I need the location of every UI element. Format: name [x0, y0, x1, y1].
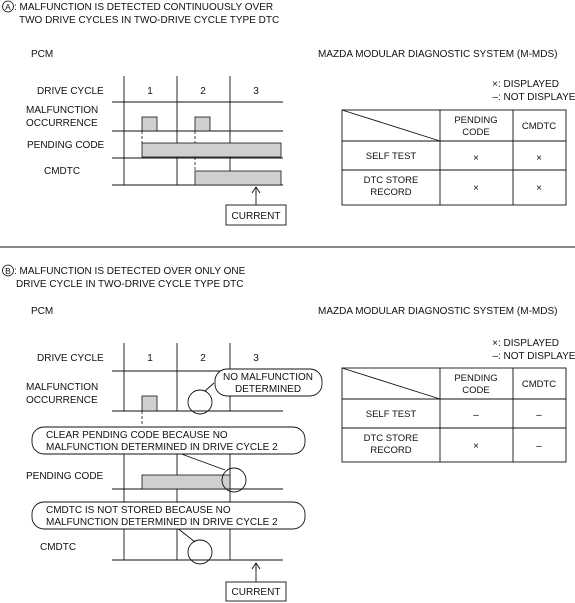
section-a-row1-label: SELF TEST	[366, 151, 417, 162]
section-b-malfunction-pulse	[141, 395, 158, 412]
section-b-pending-code-bar	[141, 474, 231, 490]
section-b-status-table	[341, 367, 567, 463]
section-a-status-table	[341, 109, 567, 206]
section-b-cmdtc-circle	[187, 539, 213, 565]
section-b-cycle-3: 3	[253, 353, 259, 364]
section-b-current-box	[225, 581, 287, 602]
section-b: B : MALFUNCTION IS DETECTED OVER ONLY ON…	[2, 264, 575, 602]
section-b-callout-clear-pending	[31, 426, 306, 471]
section-a-malfunction-pulse-2	[194, 116, 211, 132]
section-b-callout-no-malf-line1: NO MALFUNCTION	[223, 372, 313, 383]
section-a-legend-not-displayed: : NOT DISPLAYED	[498, 92, 575, 103]
section-b-row1-pending: –	[473, 410, 479, 421]
section-a-pending-code-bar	[141, 142, 282, 158]
section-b-legend-x-symbol: ×	[492, 338, 498, 349]
section-b-drive-cycle-label: DRIVE CYCLE	[37, 353, 104, 364]
section-a-cycle-3: 3	[253, 86, 259, 97]
section-a-current-box	[225, 204, 287, 226]
section-b-callout-no-malfunction	[204, 368, 323, 397]
section-b-cycle-1: 1	[147, 353, 153, 364]
section-a-title-line2: TWO DRIVE CYCLES IN TWO-DRIVE CYCLE TYPE…	[19, 15, 279, 26]
section-b-row1-label: SELF TEST	[366, 409, 417, 420]
section-b-callout-clear-line1: CLEAR PENDING CODE BECAUSE NO	[46, 430, 228, 441]
section-b-pcm-label: PCM	[31, 306, 53, 317]
section-b-tool-label: MAZDA MODULAR DIAGNOSTIC SYSTEM (M-MDS)	[318, 306, 557, 317]
section-a-header-cmdtc: CMDTC	[522, 121, 556, 132]
section-b-no-malfunction-circle	[187, 389, 213, 415]
section-a-legend-x-symbol: ×	[492, 79, 498, 90]
section-b-row2-label-line2: RECORD	[370, 445, 411, 456]
section-a-malfunction-line2: OCCURRENCE	[26, 118, 98, 129]
section-b-row2-label-line1: DTC STORE	[364, 433, 419, 444]
section-a-cmdtc-label: CMDTC	[44, 166, 80, 177]
section-b-cmdtc-label: CMDTC	[40, 542, 76, 553]
section-a-legend-displayed: : DISPLAYED	[498, 79, 559, 90]
section-a-cycle-1: 1	[147, 86, 153, 97]
section-a-timing-grid	[112, 76, 283, 186]
section-a-row2-label-line1: DTC STORE	[364, 175, 419, 186]
section-b-callout-cmdtc-line1: CMDTC IS NOT STORED BECAUSE NO	[46, 505, 231, 516]
section-b-legend-not-displayed: : NOT DISPLAYED	[498, 351, 575, 362]
section-b-marker-circle	[2, 264, 14, 277]
section-b-current-label: CURRENT	[232, 587, 281, 598]
section-b-title-line1: : MALFUNCTION IS DETECTED OVER ONLY ONE	[14, 266, 246, 277]
section-b-header-cmdtc: CMDTC	[522, 379, 556, 390]
section-a-tool-label: MAZDA MODULAR DIAGNOSTIC SYSTEM (M-MDS)	[318, 49, 557, 60]
section-a-row1-pending: ×	[473, 153, 479, 164]
section-a-legend-dash-symbol: –	[492, 92, 498, 103]
section-b-row1-cmdtc: –	[536, 410, 542, 421]
section-b-current-arrowhead	[251, 562, 261, 570]
section-a-drive-cycle-label: DRIVE CYCLE	[37, 86, 104, 97]
section-a-row2-label-line2: RECORD	[370, 187, 411, 198]
section-a-row1-cmdtc: ×	[536, 153, 542, 164]
section-a-malfunction-line1: MALFUNCTION	[26, 105, 98, 116]
section-b-title-line2: DRIVE CYCLE IN TWO-DRIVE CYCLE TYPE DTC	[16, 279, 243, 290]
section-a-header-pending-line2: CODE	[462, 127, 489, 138]
section-b-marker: B	[5, 266, 11, 276]
section-b-callout-clear-line2: MALFUNCTION DETERMINED IN DRIVE CYCLE 2	[46, 442, 278, 453]
section-a-marker: A	[5, 2, 11, 12]
section-a-cmdtc-bar	[194, 170, 282, 186]
section-b-malfunction-line1: MALFUNCTION	[26, 382, 98, 393]
section-a-header-pending-line1: PENDING	[454, 115, 497, 126]
section-b-malfunction-line2: OCCURRENCE	[26, 395, 98, 406]
section-b-pending-label: PENDING CODE	[26, 471, 104, 482]
section-a-pcm-label: PCM	[31, 49, 53, 60]
section-a-malfunction-pulse-1	[141, 116, 158, 132]
section-b-row2-cmdtc: –	[536, 441, 542, 452]
section-b-legend-displayed: : DISPLAYED	[498, 338, 559, 349]
section-b-cycle-2: 2	[200, 353, 206, 364]
section-a-cycle-2: 2	[200, 86, 206, 97]
section-a-row2-cmdtc: ×	[536, 183, 542, 194]
section-b-row2-pending: ×	[473, 441, 479, 452]
section-a-current-label: CURRENT	[232, 211, 281, 222]
section-a-row2-pending: ×	[473, 183, 479, 194]
section-b-header-pending-line1: PENDING	[454, 373, 497, 384]
section-b-legend-dash-symbol: –	[492, 351, 498, 362]
section-b-callout-no-malf-line2: DETERMINED	[235, 384, 301, 395]
section-a-marker-circle	[2, 0, 14, 13]
section-b-callout-cmdtc-line2: MALFUNCTION DETERMINED IN DRIVE CYCLE 2	[46, 517, 278, 528]
section-a: A : MALFUNCTION IS DETECTED CONTINUOUSLY…	[2, 0, 575, 226]
section-a-title-line1: : MALFUNCTION IS DETECTED CONTINUOUSLY O…	[14, 2, 273, 13]
section-b-header-pending-line2: CODE	[462, 385, 489, 396]
section-a-current-arrowhead	[251, 186, 261, 194]
section-b-callout-cmdtc	[31, 501, 306, 543]
section-a-pending-label: PENDING CODE	[27, 140, 105, 151]
section-b-pending-clear-circle	[221, 467, 247, 493]
